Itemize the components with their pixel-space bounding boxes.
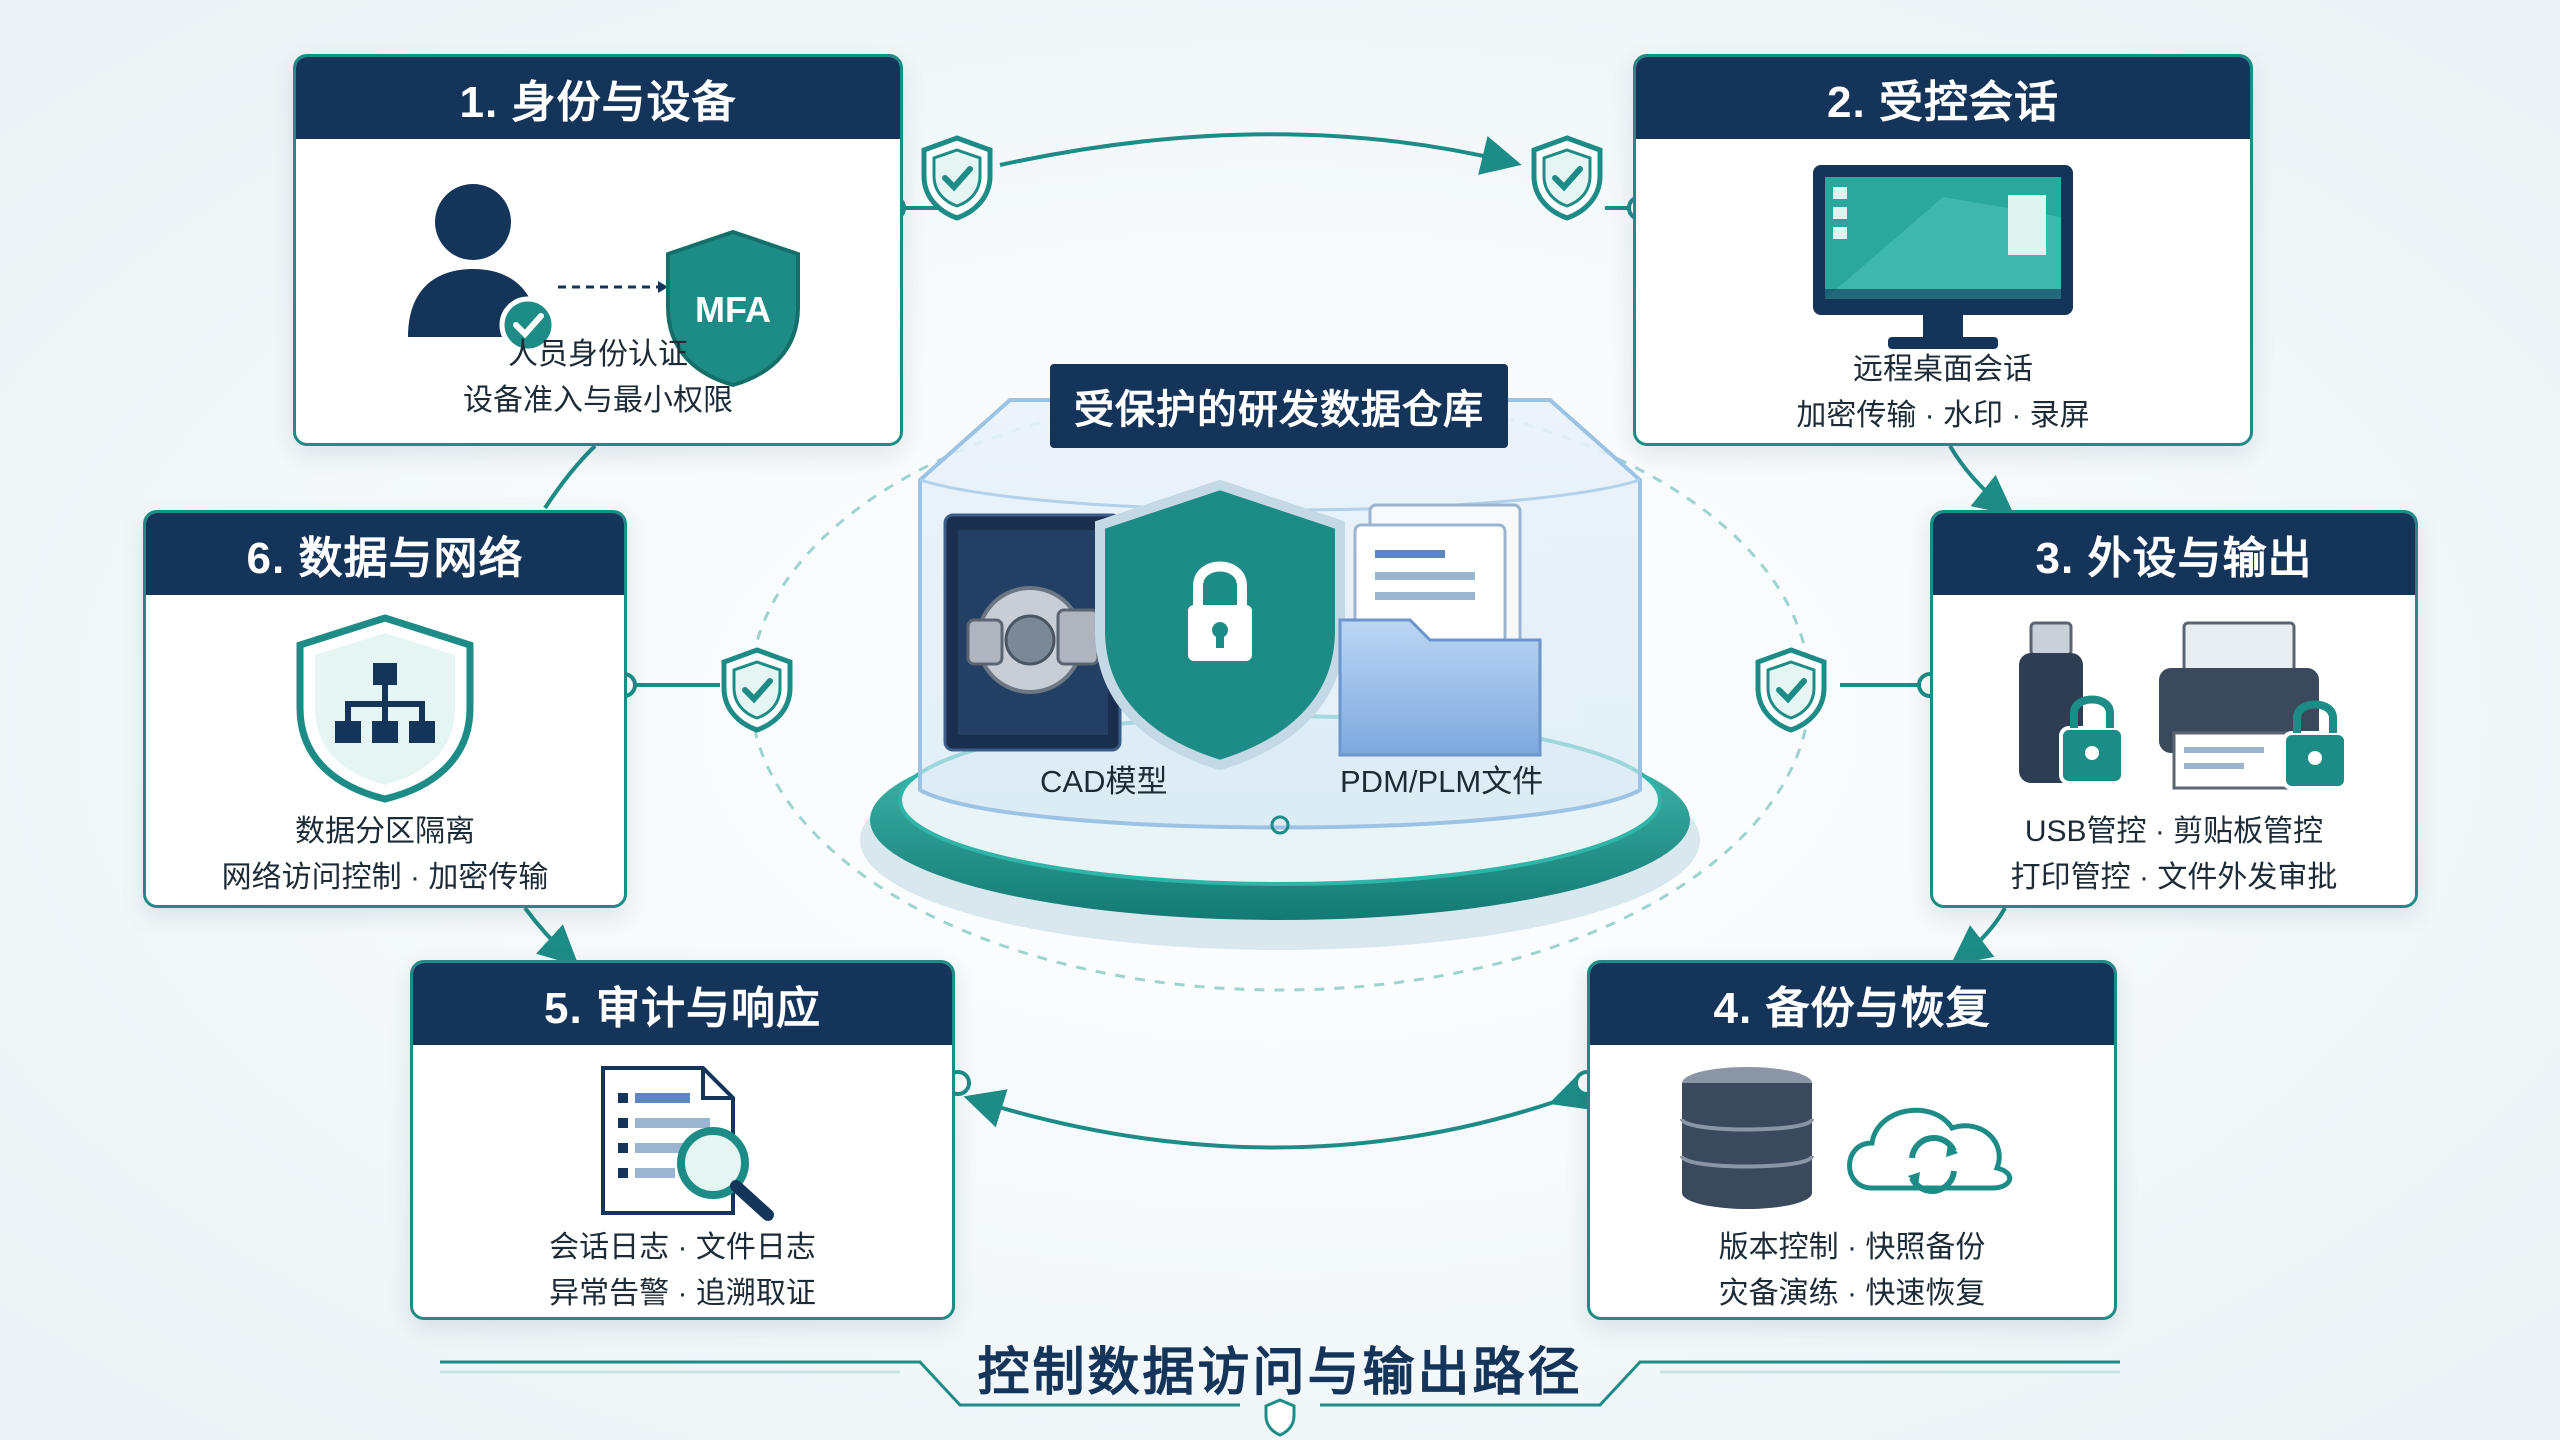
card-title: 6. 数据与网络 — [146, 513, 624, 595]
mfa-shield-icon: MFA — [666, 229, 800, 387]
shield-check-icon — [921, 135, 993, 221]
usb-lock-icon — [2019, 621, 2125, 785]
card-backup-recovery: 4. 备份与恢复 版本控制 · 快照备份 灾备演练 · 快速恢复 — [1587, 960, 2117, 1320]
card-title: 5. 审计与响应 — [413, 963, 952, 1045]
shield-check-icon — [721, 647, 793, 733]
card-controlled-session: 2. 受控会话 远程桌面会话 加密传输 · 水印 · 录屏 — [1633, 54, 2253, 446]
folder-icon — [1338, 503, 1542, 757]
card-line-2: 异常告警 · 追溯取证 — [549, 1277, 816, 1310]
log-search-icon — [600, 1066, 774, 1221]
printer-lock-icon — [2159, 621, 2348, 790]
network-shield-icon — [296, 614, 474, 803]
check-icon — [499, 296, 557, 354]
card-line-1: USB管控 · 剪贴板管控 — [2024, 815, 2324, 848]
wire-2-to-3 — [1948, 444, 2015, 516]
card-line-1: 版本控制 · 快照备份 — [1718, 1231, 1986, 1264]
card-line-1: 数据分区隔离 — [295, 815, 475, 848]
card-data-network: 6. 数据与网络 数据分区隔离 网络访问控制 · 加密传输 — [143, 510, 627, 908]
wire-4-to-5 — [963, 1072, 1593, 1150]
lock-shield-icon — [1095, 479, 1345, 771]
card-line-2: 加密传输 · 水印 · 录屏 — [1796, 399, 2090, 432]
wire-6-to-5 — [523, 906, 579, 967]
database-icon — [1680, 1067, 1814, 1209]
shield-check-icon — [1755, 647, 1827, 733]
card-title: 3. 外设与输出 — [1933, 513, 2415, 595]
card-title: 4. 备份与恢复 — [1590, 963, 2114, 1045]
footer-circuit — [440, 1360, 2120, 1407]
card-title: 2. 受控会话 — [1636, 57, 2250, 139]
footer-shield-icon — [1264, 1398, 1296, 1437]
card-line-2: 打印管控 · 文件外发审批 — [2010, 861, 2338, 894]
card-title: 1. 身份与设备 — [296, 57, 900, 139]
card-line-2: 设备准入与最小权限 — [463, 384, 733, 417]
card-peripherals-output: 3. 外设与输出 USB管控 · 剪贴板管控 打印管控 — [1930, 510, 2418, 908]
vault-title: 受保护的研发数据仓库 — [1050, 364, 1508, 448]
cad-model-label: CAD模型 — [1040, 764, 1168, 799]
card-line-2: 网络访问控制 · 加密传输 — [221, 861, 549, 894]
pdm-plm-label: PDM/PLM文件 — [1340, 764, 1544, 799]
shield-check-icon — [1531, 135, 1603, 221]
user-mfa-illustration: MFA — [408, 184, 800, 387]
wire-6-to-1 — [543, 444, 597, 510]
footer-title: 控制数据访问与输出路径 — [977, 1344, 1583, 1402]
wire-3-to-4 — [1950, 907, 2007, 966]
card-line-2: 灾备演练 · 快速恢复 — [1718, 1277, 1986, 1310]
usb-printer-illustration — [2019, 621, 2348, 790]
card-line-1: 远程桌面会话 — [1853, 353, 2033, 386]
card-audit-response: 5. 审计与响应 会话日志 · 文件日志 异常告警 · 追溯取证 — [410, 960, 955, 1320]
backup-illustration — [1680, 1067, 2012, 1209]
card-line-1: 人员身份认证 — [508, 338, 688, 371]
cloud-sync-icon — [1847, 1107, 2012, 1194]
monitor-icon — [1813, 165, 2073, 349]
central-vault — [860, 398, 1700, 950]
card-identity-device: 1. 身份与设备 MFA 人员身份认证 设备准入与最小权限 — [293, 54, 903, 446]
wire-1-to-2 — [999, 132, 1522, 175]
cad-part-icon — [943, 513, 1122, 752]
mfa-badge-text: MFA — [695, 289, 771, 330]
card-line-1: 会话日志 · 文件日志 — [549, 1231, 816, 1264]
